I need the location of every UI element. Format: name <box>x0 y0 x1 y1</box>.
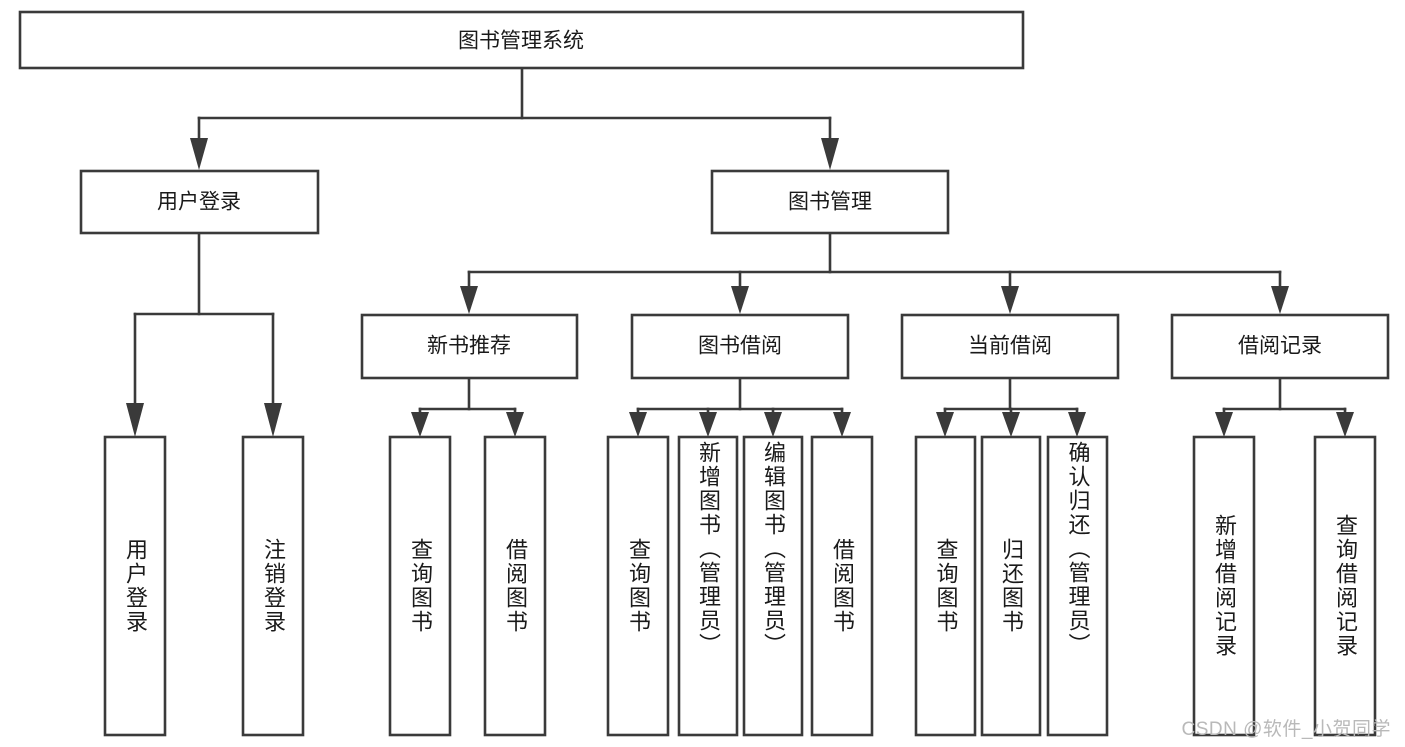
node-leaf-logout-box[interactable] <box>241 435 305 737</box>
arrow-down-icon <box>629 412 647 437</box>
connector-group-root <box>190 66 839 170</box>
node-book-manage[interactable]: 图书管理 <box>710 169 950 235</box>
node-user-login[interactable]: 用户登录 <box>79 169 320 235</box>
arrow-down-icon <box>936 412 954 437</box>
node-leaf-borrow-book-1-box[interactable] <box>483 435 547 737</box>
connector-group-book-manage <box>460 231 1289 314</box>
node-leaf-edit-book-box[interactable] <box>742 435 804 737</box>
connector-group-new-book-rec <box>411 376 524 437</box>
node-leaf-query-book-2-box[interactable] <box>606 435 670 737</box>
node-current-borrow-label: 当前借阅 <box>968 335 1052 358</box>
arrow-down-icon <box>506 412 524 437</box>
node-user-login-box[interactable] <box>79 169 320 235</box>
arrow-down-icon <box>1001 286 1019 314</box>
connector-group-book-borrow <box>629 376 851 437</box>
arrow-down-icon <box>833 412 851 437</box>
node-leaf-query-book-1-box[interactable] <box>388 435 452 737</box>
node-new-book-rec-label: 新书推荐 <box>427 335 511 358</box>
node-root[interactable]: 图书管理系统 <box>18 10 1025 70</box>
arrow-down-icon <box>411 412 429 437</box>
arrow-down-icon <box>1271 286 1289 314</box>
node-root-label: 图书管理系统 <box>458 30 584 53</box>
arrow-down-icon <box>731 286 749 314</box>
arrow-down-icon <box>126 403 144 437</box>
arrow-down-icon <box>460 286 478 314</box>
node-user-login-label: 用户登录 <box>157 191 241 214</box>
node-root-box[interactable] <box>18 10 1025 70</box>
connector-group-borrow-record <box>1215 376 1354 437</box>
node-leaf-add-record-box[interactable] <box>1192 435 1256 737</box>
node-leaf-return-book-box[interactable] <box>980 435 1042 737</box>
arrow-down-icon <box>1215 412 1233 437</box>
node-borrow-record-label: 借阅记录 <box>1238 335 1322 358</box>
arrow-down-icon <box>699 412 717 437</box>
arrow-down-icon <box>1336 412 1354 437</box>
node-leaf-add-book-box[interactable] <box>677 435 739 737</box>
node-book-manage-label: 图书管理 <box>788 191 872 214</box>
node-book-borrow[interactable]: 图书借阅 <box>630 313 850 380</box>
arrow-down-icon <box>190 138 208 170</box>
arrow-down-icon <box>264 403 282 437</box>
arrow-down-icon <box>821 138 839 170</box>
node-leaf-borrow-book-2-box[interactable] <box>810 435 874 737</box>
node-leaf-user-login-box[interactable] <box>103 435 167 737</box>
connector-group-current-borrow <box>936 376 1086 437</box>
node-book-borrow-box[interactable] <box>630 313 850 380</box>
arrow-down-icon <box>764 412 782 437</box>
node-leaf-confirm-return-box[interactable] <box>1046 435 1109 737</box>
arrow-down-icon <box>1068 412 1086 437</box>
node-leaf-query-record-box[interactable] <box>1313 435 1377 737</box>
node-borrow-record[interactable]: 借阅记录 <box>1170 313 1390 380</box>
node-book-manage-box[interactable] <box>710 169 950 235</box>
node-current-borrow-box[interactable] <box>900 313 1120 380</box>
node-leaf-query-book-3-box[interactable] <box>914 435 977 737</box>
node-new-book-rec[interactable]: 新书推荐 <box>360 313 579 380</box>
connector-group-user-login <box>126 231 282 437</box>
node-current-borrow[interactable]: 当前借阅 <box>900 313 1120 380</box>
arrow-down-icon <box>1002 412 1020 437</box>
node-book-borrow-label: 图书借阅 <box>698 335 782 358</box>
node-borrow-record-box[interactable] <box>1170 313 1390 380</box>
node-new-book-rec-box[interactable] <box>360 313 579 380</box>
